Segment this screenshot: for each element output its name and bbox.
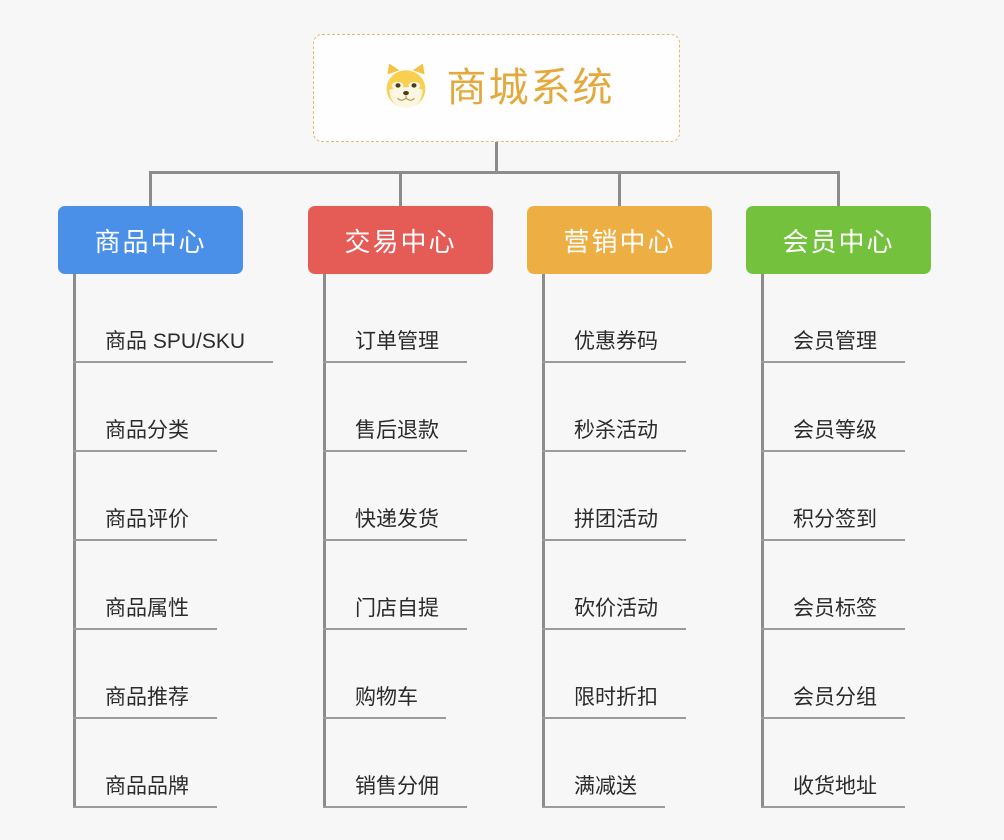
leaf-item[interactable]: 秒杀活动	[542, 363, 686, 452]
leaf-underline	[323, 628, 467, 630]
root-title: 商城系统	[446, 66, 615, 110]
leaf-column-1: 商品 SPU/SKU 商品分类商品评价商品属性商品推荐商品品牌	[73, 274, 273, 808]
leaf-item[interactable]: 拼团活动	[542, 452, 686, 541]
leaf-label: 收货地址	[793, 774, 877, 798]
shiba-dog-face-icon	[379, 61, 433, 115]
category-box-1[interactable]: 商品中心	[58, 206, 243, 274]
leaf-underline	[542, 539, 686, 541]
leaf-label: 秒杀活动	[574, 418, 658, 442]
leaf-label: 砍价活动	[574, 596, 658, 620]
leaf-label: 满减送	[574, 774, 637, 798]
leaf-label: 销售分佣	[355, 774, 439, 798]
leaf-underline	[761, 806, 905, 808]
leaf-column-4: 会员管理会员等级积分签到会员标签会员分组收货地址	[761, 274, 905, 808]
leaf-item[interactable]: 商品属性	[73, 541, 245, 630]
leaf-underline	[73, 628, 217, 630]
category-label: 交易中心	[344, 226, 457, 257]
leaf-underline	[323, 806, 467, 808]
leaf-label: 商品属性	[105, 596, 189, 620]
leaf-underline	[542, 361, 686, 363]
leaf-item[interactable]: 会员分组	[761, 630, 905, 719]
leaf-underline	[542, 806, 665, 808]
leaf-item[interactable]: 满减送	[542, 719, 665, 808]
category-box-2[interactable]: 交易中心	[308, 206, 493, 274]
leaf-item[interactable]: 门店自提	[323, 541, 467, 630]
leaf-column-2: 订单管理售后退款快递发货门店自提购物车销售分佣	[323, 274, 467, 808]
leaf-item[interactable]: 商品品牌	[73, 719, 245, 808]
leaf-label: 订单管理	[355, 329, 439, 353]
leaf-item[interactable]: 销售分佣	[323, 719, 467, 808]
leaf-underline	[542, 717, 686, 719]
leaf-label: 积分签到	[793, 507, 877, 531]
leaf-underline	[323, 717, 446, 719]
leaf-label: 商品品牌	[105, 774, 189, 798]
category-box-4[interactable]: 会员中心	[746, 206, 931, 274]
leaf-item[interactable]: 砍价活动	[542, 541, 686, 630]
leaf-label: 会员分组	[793, 685, 877, 709]
leaf-underline	[542, 450, 686, 452]
leaf-item[interactable]: 限时折扣	[542, 630, 686, 719]
leaf-label: 会员管理	[793, 329, 877, 353]
leaf-label: 优惠券码	[574, 329, 658, 353]
leaf-item[interactable]: 会员管理	[761, 274, 905, 363]
category-box-3[interactable]: 营销中心	[527, 206, 712, 274]
column-spine	[323, 274, 326, 808]
leaf-item[interactable]: 商品推荐	[73, 630, 245, 719]
leaf-item[interactable]: 快递发货	[323, 452, 467, 541]
leaf-item[interactable]: 订单管理	[323, 274, 467, 363]
leaf-label: 拼团活动	[574, 507, 658, 531]
column-spine	[761, 274, 764, 808]
leaf-label: 售后退款	[355, 418, 439, 442]
leaf-label: 会员标签	[793, 596, 877, 620]
leaf-underline	[761, 628, 905, 630]
leaf-underline	[323, 450, 467, 452]
leaf-label: 商品 SPU/SKU	[105, 329, 246, 353]
leaf-underline	[761, 361, 905, 363]
leaf-label: 商品评价	[105, 507, 189, 531]
leaf-underline	[73, 361, 273, 363]
leaf-underline	[761, 539, 905, 541]
leaf-item[interactable]: 商品分类	[73, 363, 245, 452]
leaf-underline	[73, 450, 217, 452]
leaf-item[interactable]: 优惠券码	[542, 274, 686, 363]
leaf-item[interactable]: 购物车	[323, 630, 446, 719]
leaf-item[interactable]: 积分签到	[761, 452, 905, 541]
leaf-underline	[323, 361, 467, 363]
root-node[interactable]: 商城系统	[313, 34, 680, 142]
leaf-item[interactable]: 售后退款	[323, 363, 467, 452]
leaf-column-3: 优惠券码秒杀活动拼团活动砍价活动限时折扣满减送	[542, 274, 686, 808]
category-label: 商品中心	[94, 226, 207, 257]
leaf-underline	[323, 539, 467, 541]
leaf-underline	[761, 450, 905, 452]
leaf-label: 商品分类	[105, 418, 189, 442]
column-spine	[73, 274, 76, 808]
leaf-item[interactable]: 收货地址	[761, 719, 905, 808]
leaf-underline	[73, 806, 217, 808]
category-label: 营销中心	[563, 226, 676, 257]
leaf-underline	[542, 628, 686, 630]
leaf-item[interactable]: 会员等级	[761, 363, 905, 452]
leaf-underline	[761, 717, 905, 719]
leaf-item[interactable]: 会员标签	[761, 541, 905, 630]
leaf-underline	[73, 539, 217, 541]
leaf-label: 快递发货	[355, 507, 439, 531]
leaf-item[interactable]: 商品 SPU/SKU	[73, 274, 273, 363]
leaf-label: 会员等级	[793, 418, 877, 442]
leaf-item[interactable]: 商品评价	[73, 452, 245, 541]
leaf-label: 商品推荐	[105, 685, 189, 709]
leaf-label: 限时折扣	[574, 685, 658, 709]
leaf-label: 购物车	[355, 685, 418, 709]
leaf-label: 门店自提	[355, 596, 439, 620]
leaf-underline	[73, 717, 217, 719]
category-label: 会员中心	[782, 226, 895, 257]
column-spine	[542, 274, 545, 808]
